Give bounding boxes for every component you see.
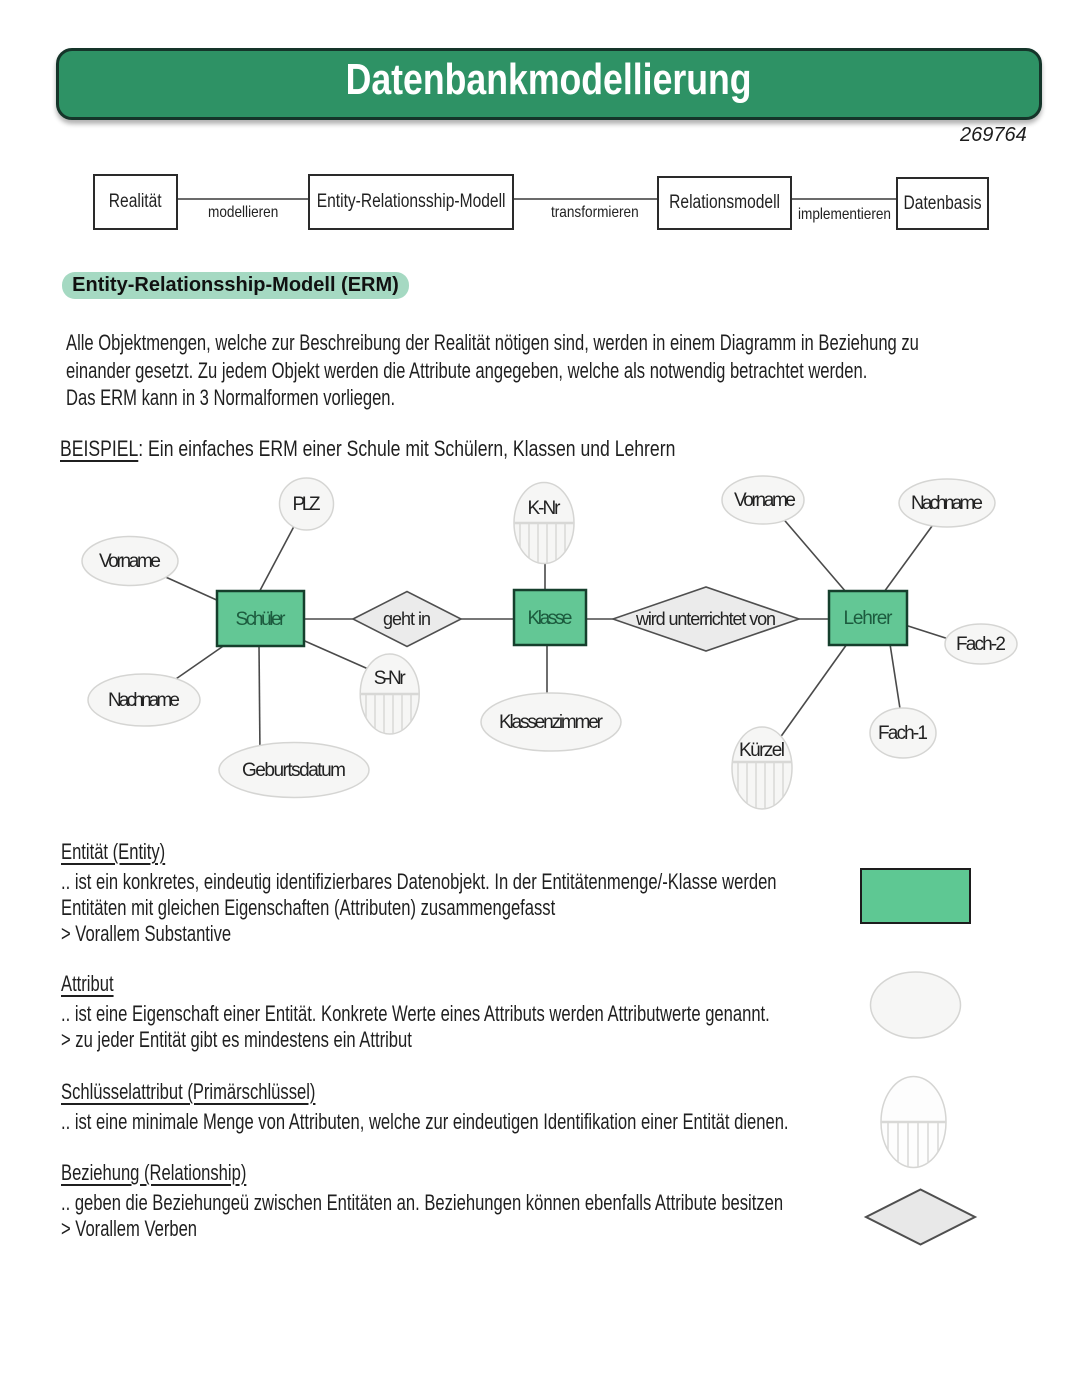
svg-text:Nachname: Nachname (108, 690, 180, 711)
svg-text:Fach-2: Fach-2 (956, 634, 1006, 655)
svg-text:Geburtsdatum: Geburtsdatum (242, 760, 346, 781)
svg-text:Fach-1: Fach-1 (878, 723, 928, 744)
svg-text:Kürzel: Kürzel (739, 740, 785, 761)
svg-text:PLZ: PLZ (293, 494, 321, 515)
svg-text:Nachname: Nachname (911, 493, 983, 514)
svg-text:Klasse: Klasse (528, 608, 573, 629)
svg-text:Klassenzimmer: Klassenzimmer (499, 712, 604, 733)
svg-text:wird unterrichtet von: wird unterrichtet von (635, 609, 776, 629)
svg-text:Vorname: Vorname (99, 551, 161, 572)
svg-text:Schüler: Schüler (236, 609, 287, 630)
svg-text:geht in: geht in (383, 609, 431, 629)
svg-text:Vorname: Vorname (734, 490, 796, 511)
svg-text:Lehrer: Lehrer (844, 608, 894, 629)
svg-text:K-Nr: K-Nr (528, 498, 562, 519)
svg-text:S-Nr: S-Nr (374, 668, 407, 689)
